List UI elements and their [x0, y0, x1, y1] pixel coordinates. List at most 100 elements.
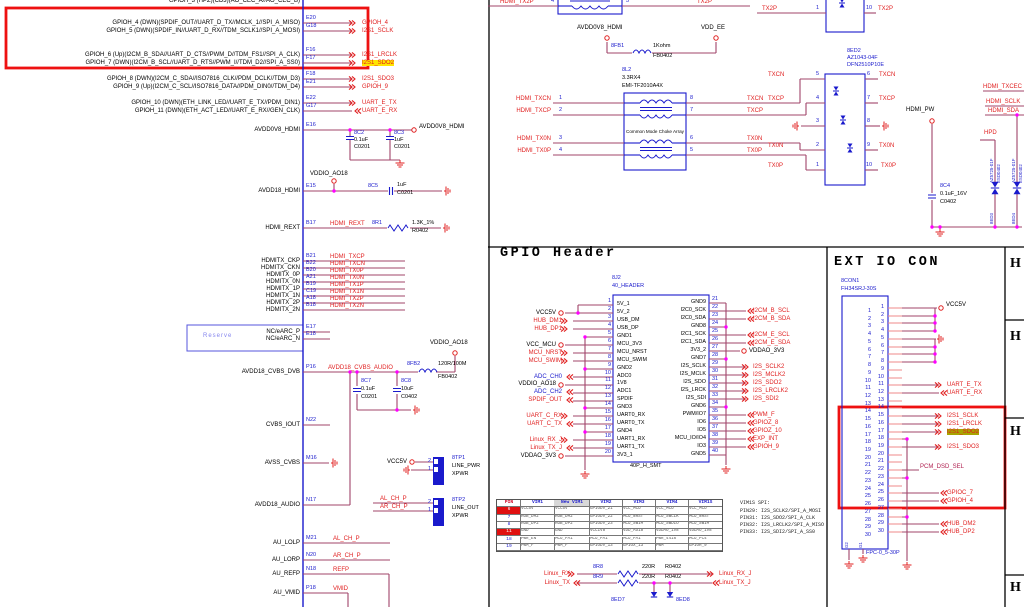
value-label: 1Kohm — [653, 42, 671, 49]
net-arrow-icon — [348, 19, 356, 27]
junction-dot — [652, 581, 656, 585]
junction-dot — [388, 128, 392, 132]
table-cell: GND — [520, 529, 555, 537]
value-label: 0.1uF — [361, 385, 376, 392]
pin-name-label: UART0_RX — [617, 412, 646, 419]
table-cell: 19 — [497, 543, 521, 552]
net-label: VMID — [333, 585, 348, 592]
junction-dot — [724, 325, 728, 329]
pin-function-label: HDMITX_2N — [265, 306, 300, 313]
pin-function-label: HDMITX_CKN — [260, 264, 300, 271]
pin-number: B21 — [306, 252, 316, 259]
net-arrow-icon — [566, 444, 574, 452]
pin-function-label: AVDD18_HDMI — [258, 187, 300, 194]
pin-number: 16 — [864, 423, 871, 430]
junction-dot — [583, 367, 587, 371]
net-label: HDMI_SCLK — [986, 98, 1021, 105]
junction-dot — [395, 408, 399, 412]
ground-icon — [935, 229, 945, 237]
pin-number: 20 — [877, 450, 884, 457]
junction-dot — [933, 360, 937, 364]
net-label: UART_E_RX — [947, 389, 983, 396]
ext-con-box — [841, 295, 889, 550]
pin-name-label: UART0_TX — [617, 420, 645, 427]
ground-icon — [882, 121, 889, 131]
pin-number: 22 — [864, 469, 871, 476]
table-cell: MCU_NRST — [622, 514, 656, 522]
net-arrow-icon — [348, 27, 356, 35]
pin-number: 24 — [877, 481, 884, 488]
note-line: PIN29: I2S_SCLK2/SPI_A_MOSI — [740, 507, 822, 514]
label: I2S1_SDO2 — [947, 428, 980, 435]
pin-number: 16 — [604, 416, 611, 423]
ref-des-label: 8C3 — [394, 129, 405, 136]
net-label: HDMI_TX1P — [330, 281, 364, 288]
pin-name-label: I2S_SDI — [685, 395, 706, 402]
power-net-label: VDDIO_AO18 — [518, 380, 556, 387]
pin-name-label: ADC0 — [617, 373, 632, 380]
net-label: HDMI_TX0P — [330, 267, 364, 274]
net-label: TXCP — [879, 95, 896, 102]
inductor-icon — [632, 49, 652, 55]
pin-number: 30 — [864, 531, 871, 538]
pin-number: 17 — [864, 431, 871, 438]
power-symbol-icon — [558, 310, 564, 316]
net-label: AL_CH_P — [380, 495, 407, 502]
pin-number: 24 — [712, 319, 719, 326]
winding-icon — [639, 114, 673, 119]
net-arrow-icon — [348, 51, 356, 59]
net-label: I2S1_LRCLK — [362, 51, 398, 58]
net-arrow-icon — [354, 107, 362, 115]
pin-number: 2 — [815, 141, 819, 148]
pin-number: 10 — [877, 373, 884, 380]
reserve-label: Reserve — [203, 332, 233, 339]
ref-des-label: 8R9 — [593, 573, 604, 580]
table-cell: MCU_PA1 — [554, 536, 590, 544]
junction-dot — [576, 311, 580, 315]
gpio-header-box — [612, 294, 710, 463]
junction-dot — [348, 128, 352, 132]
pin-name-label: GND5 — [691, 451, 706, 458]
net-label: HDMI_SDA — [988, 107, 1020, 114]
junction-dot — [583, 335, 587, 339]
pin-name-label: 3V3_1 — [617, 452, 633, 459]
table-cell: MCU_PA1 — [622, 536, 656, 544]
pin-number: 3 — [867, 322, 871, 329]
pin-number: 35 — [712, 407, 719, 414]
pin-name-label: GND3 — [617, 404, 632, 411]
pin-number: 24 — [864, 485, 871, 492]
pin-function-label: AVDD18_CVBS_DVB — [241, 368, 300, 375]
table-header-cell: VIM1S — [688, 500, 722, 508]
pin-number: 12 — [864, 392, 871, 399]
pin-number: 27 — [864, 508, 871, 515]
ref-des-label: G2 — [844, 542, 849, 548]
pin-name-label: I2C0_SCK — [680, 307, 706, 314]
pin-name-label: SPDIF — [617, 396, 633, 403]
power-symbol-icon — [409, 459, 415, 465]
value-label: 10uF — [401, 385, 414, 392]
pin-name-label: GND9 — [691, 299, 706, 306]
table-cell: 7 — [497, 514, 521, 522]
ground-icon — [792, 121, 799, 131]
table-cell: MCU_PA1 — [589, 536, 623, 544]
table-cell: VCC_MCU — [688, 507, 722, 515]
net-arrow-icon — [940, 389, 948, 397]
net-arrow-icon — [940, 528, 948, 536]
table-header-cell: New VIM1 — [554, 500, 590, 508]
net-label: I2S_LRCLK2 — [753, 387, 789, 394]
pin-number: 1 — [816, 4, 820, 11]
pin-number: G18 — [306, 22, 317, 29]
table-cell: HUB_DM2 — [554, 514, 590, 522]
pin-number: 9 — [880, 365, 884, 372]
net-label: UART_E_TX — [947, 381, 982, 388]
value-label: 220R — [642, 563, 656, 570]
junction-dot — [724, 405, 728, 409]
power-net-label: VDDAO_3V3 — [520, 452, 556, 459]
net-label: I2S_MCLK2 — [753, 371, 786, 378]
pin-number: 16 — [877, 419, 884, 426]
capacitor-icon — [388, 187, 394, 195]
pin-number: 18 — [864, 438, 871, 445]
pin-name-label: I2S_SDO — [683, 379, 706, 386]
net-label: TX0N — [879, 142, 895, 149]
pin-number: B18 — [306, 301, 316, 308]
